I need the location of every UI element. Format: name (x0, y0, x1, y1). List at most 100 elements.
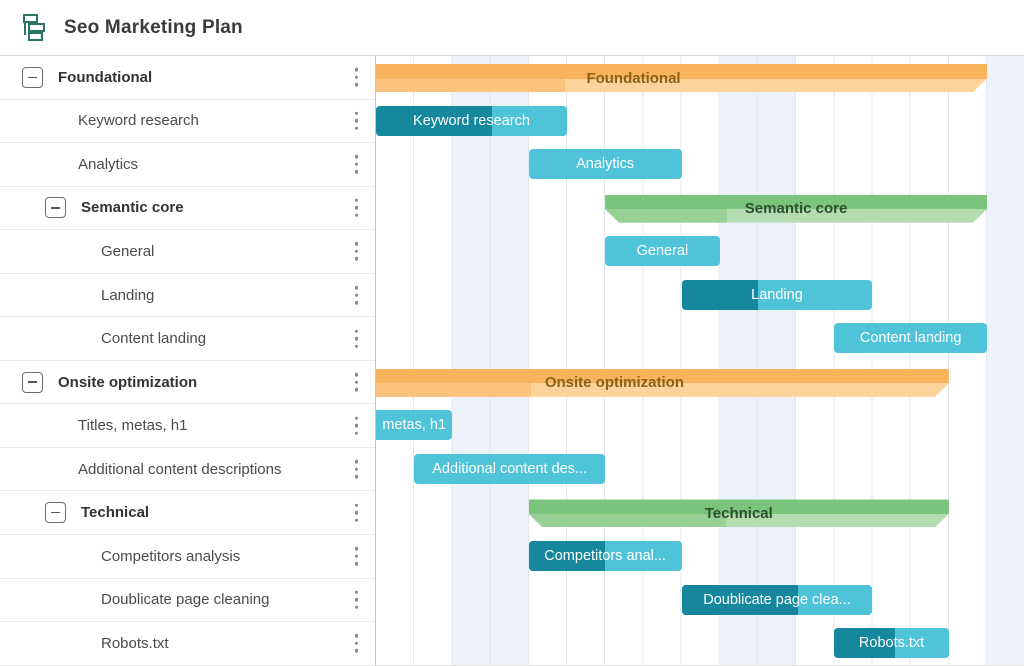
progress-fill (834, 628, 895, 659)
task-row[interactable]: Foundational (0, 56, 375, 100)
chart-row: Keyword research (376, 100, 1024, 144)
kebab-menu-icon[interactable] (351, 239, 363, 264)
task-bar[interactable]: Competitors anal... (528, 541, 682, 572)
progress-fill (605, 209, 727, 222)
progress-fill (681, 584, 798, 615)
kebab-menu-icon[interactable] (351, 152, 363, 177)
chart-row: Doublicate page clea... (376, 579, 1024, 623)
task-row[interactable]: Additional content descriptions (0, 447, 375, 492)
bar-label: Competitors anal... (544, 548, 666, 565)
task-label: Foundational (58, 68, 153, 86)
chart-row: Semantic core (376, 187, 1024, 231)
chart-row: General (376, 230, 1024, 274)
chart-row: Analytics (376, 143, 1024, 187)
chart-row: metas, h1 (376, 404, 1024, 448)
task-row[interactable]: Competitors analysis (0, 535, 375, 579)
bar-label: Additional content des... (432, 460, 588, 477)
task-row[interactable]: Analytics (0, 143, 375, 187)
task-bar[interactable]: Content landing (834, 323, 988, 354)
task-bar[interactable]: Landing (681, 279, 873, 310)
collapse-button[interactable] (45, 502, 66, 524)
task-bar[interactable]: Analytics (528, 149, 682, 180)
kebab-menu-icon[interactable] (351, 283, 363, 308)
task-label: Competitors analysis (101, 547, 241, 565)
page-title: Seo Marketing Plan (64, 16, 243, 38)
progress-fill (376, 105, 493, 136)
bar-label: Technical (704, 504, 773, 522)
chart-row: Content landing (376, 317, 1024, 361)
task-row[interactable]: Onsite optimization (0, 360, 375, 405)
kebab-menu-icon[interactable] (351, 413, 363, 438)
chart-row: Landing (376, 274, 1024, 318)
kebab-menu-icon[interactable] (351, 544, 363, 569)
task-row[interactable]: Titles, metas, h1 (0, 404, 375, 448)
kebab-menu-icon[interactable] (351, 370, 363, 395)
kebab-menu-icon[interactable] (351, 457, 363, 482)
minus-icon (28, 381, 37, 383)
task-row[interactable]: Robots.txt (0, 622, 375, 666)
task-row[interactable]: Landing (0, 273, 375, 318)
chart-row: Foundational (376, 56, 1024, 100)
summary-bar[interactable]: Foundational (376, 64, 987, 92)
chart-row: Onsite optimization (376, 361, 1024, 405)
kebab-menu-icon[interactable] (351, 109, 363, 134)
kebab-menu-icon[interactable] (351, 588, 363, 613)
task-bar[interactable]: Doublicate page clea... (681, 584, 873, 615)
task-label: Keyword research (78, 112, 199, 130)
collapse-button[interactable] (45, 197, 66, 219)
progress-fill (681, 279, 758, 310)
collapse-button[interactable] (22, 371, 43, 393)
progress-fill (376, 79, 565, 92)
kebab-menu-icon[interactable] (351, 196, 363, 221)
task-row[interactable]: Semantic core (0, 186, 375, 231)
task-bar[interactable]: Keyword research (376, 105, 567, 136)
minus-icon (51, 207, 60, 209)
task-bar[interactable]: Robots.txt (834, 628, 949, 659)
task-label: Doublicate page cleaning (101, 591, 270, 609)
minus-icon (28, 76, 37, 79)
chart-row: Technical (376, 491, 1024, 535)
bar-label: Onsite optimization (544, 374, 684, 392)
bar-label: Landing (751, 286, 803, 303)
bar-label: Analytics (576, 156, 635, 173)
task-bar[interactable]: General (605, 236, 720, 267)
app-header: Seo Marketing Plan (0, 0, 1024, 56)
kebab-menu-icon[interactable] (351, 500, 363, 525)
task-label: Additional content descriptions (78, 460, 282, 478)
minus-icon (51, 511, 60, 514)
bar-label: General (636, 243, 689, 260)
task-row[interactable]: Technical (0, 491, 375, 536)
bar-label: Robots.txt (858, 635, 925, 652)
task-row[interactable]: Keyword research (0, 99, 375, 144)
task-bar[interactable]: Additional content des... (414, 453, 606, 484)
bar-label: metas, h1 (382, 417, 447, 434)
summary-bar[interactable]: Semantic core (605, 195, 987, 223)
task-label: Semantic core (81, 199, 184, 217)
task-row[interactable]: Content landing (0, 317, 375, 361)
task-row[interactable]: Doublicate page cleaning (0, 578, 375, 623)
task-label: General (101, 242, 155, 260)
kebab-menu-icon[interactable] (351, 65, 363, 90)
progress-fill (529, 514, 726, 527)
task-bar[interactable]: metas, h1 (376, 410, 453, 441)
bar-label: Content landing (859, 330, 962, 347)
task-label: Titles, metas, h1 (78, 417, 188, 435)
summary-bar[interactable]: Onsite optimization (376, 369, 949, 397)
task-label: Technical (81, 504, 150, 522)
kebab-menu-icon[interactable] (351, 326, 363, 351)
summary-bar[interactable]: Technical (529, 499, 949, 527)
task-label: Analytics (78, 155, 139, 173)
chart-row: Additional content des... (376, 448, 1024, 492)
collapse-button[interactable] (22, 66, 43, 88)
gantt-logo-icon (23, 13, 45, 41)
kebab-menu-icon[interactable] (351, 631, 363, 656)
chart-row: Competitors anal... (376, 535, 1024, 579)
bar-label: Doublicate page clea... (703, 591, 851, 608)
progress-fill (376, 383, 531, 396)
chart-row: Robots.txt (376, 622, 1024, 666)
bar-label: Keyword research (413, 112, 530, 129)
task-row[interactable]: General (0, 230, 375, 274)
progress-fill (528, 541, 606, 572)
